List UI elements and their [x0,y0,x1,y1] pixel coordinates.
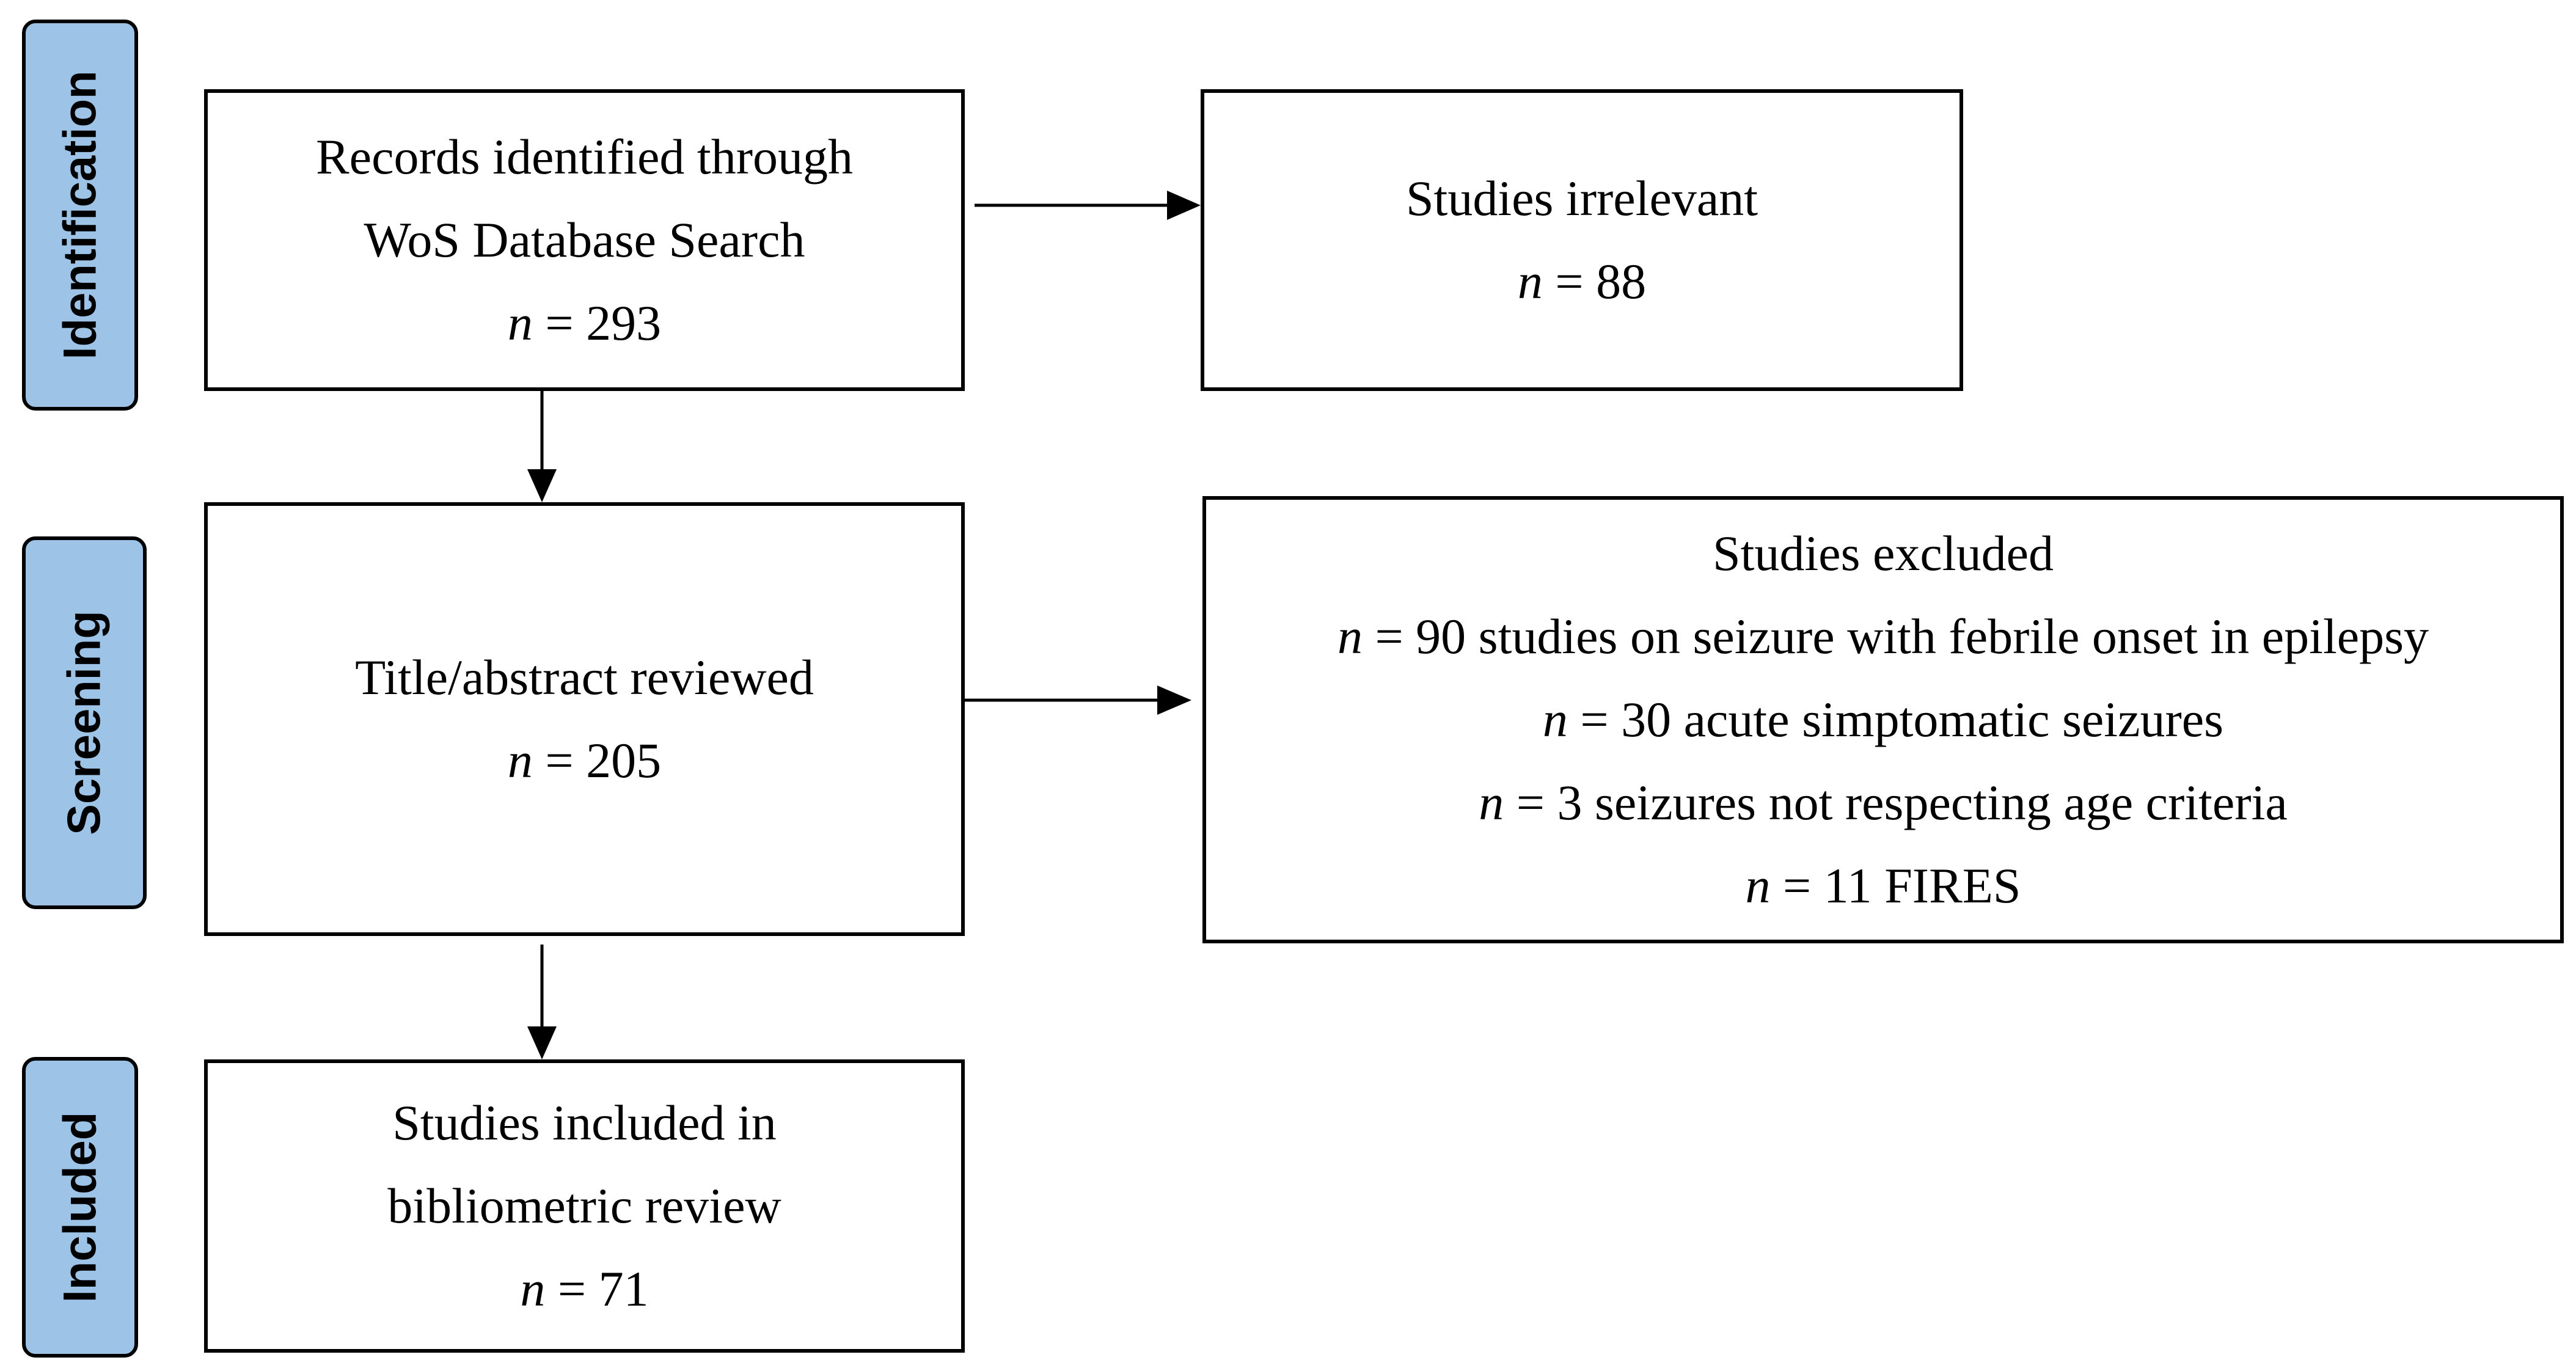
excluded-item-text: = 30 acute simptomatic seizures [1567,692,2224,747]
included-line-1: Studies included in [392,1095,777,1150]
excluded-item-text: = 90 studies on seizure with febrile ons… [1362,609,2429,664]
included-n-value: = 71 [545,1261,649,1317]
irrelevant-n-value: = 88 [1542,254,1647,309]
excluded-item-n-label: n [1479,775,1504,830]
excluded-item-n-label: n [1745,858,1771,913]
excluded-item-n-label: n [1542,692,1568,747]
included-line-2: bibliometric review [387,1178,781,1234]
included-n-label: n [520,1261,546,1317]
reviewed-n-value: = 205 [532,733,662,788]
excluded-item: n = 90 studies on seizure with febrile o… [1337,595,2429,678]
records-identified-box: Records identified through WoS Database … [204,89,965,391]
arrow-reviewed-to-excluded [965,686,1191,715]
arrow-records-to-irrelevant [975,191,1201,220]
stage-screening-label: Screening [58,610,111,835]
records-count: n = 293 [508,282,661,365]
title-abstract-reviewed-box: Title/abstract reviewed n = 205 [204,502,965,936]
stage-identification: Identification [22,20,138,411]
stage-included-label: Included [54,1111,106,1303]
records-line-1: Records identified through [315,129,854,185]
included-count: n = 71 [520,1248,648,1331]
irrelevant-count: n = 88 [1518,240,1646,323]
excluded-item-text: = 3 seizures not respecting age criteria [1504,775,2288,830]
excluded-item: n = 11 FIRES [1746,844,2021,927]
irrelevant-n-label: n [1517,254,1543,309]
irrelevant-line-1: Studies irrelevant [1405,170,1758,226]
reviewed-line-1: Title/abstract reviewed [355,649,814,705]
excluded-item: n = 3 seizures not respecting age criter… [1479,761,2288,844]
excluded-item-n-label: n [1337,609,1363,664]
studies-irrelevant-box: Studies irrelevant n = 88 [1201,89,1963,391]
stage-included: Included [22,1057,138,1358]
records-line-2: WoS Database Search [364,212,805,268]
records-n-value: = 293 [532,295,662,351]
reviewed-n-label: n [507,733,533,788]
studies-excluded-box: Studies excluded n = 90 studies on seizu… [1202,496,2564,943]
excluded-item: n = 30 acute simptomatic seizures [1543,678,2223,761]
reviewed-count: n = 205 [508,719,661,802]
excluded-line-1: Studies excluded [1713,525,2054,581]
excluded-item-text: = 11 FIRES [1770,858,2021,913]
stage-identification-label: Identification [54,70,106,360]
arrow-records-to-reviewed [527,391,557,502]
records-n-label: n [507,295,533,351]
arrow-reviewed-to-included [527,945,557,1059]
stage-screening: Screening [22,536,147,909]
studies-included-box: Studies included in bibliometric review … [204,1059,965,1353]
